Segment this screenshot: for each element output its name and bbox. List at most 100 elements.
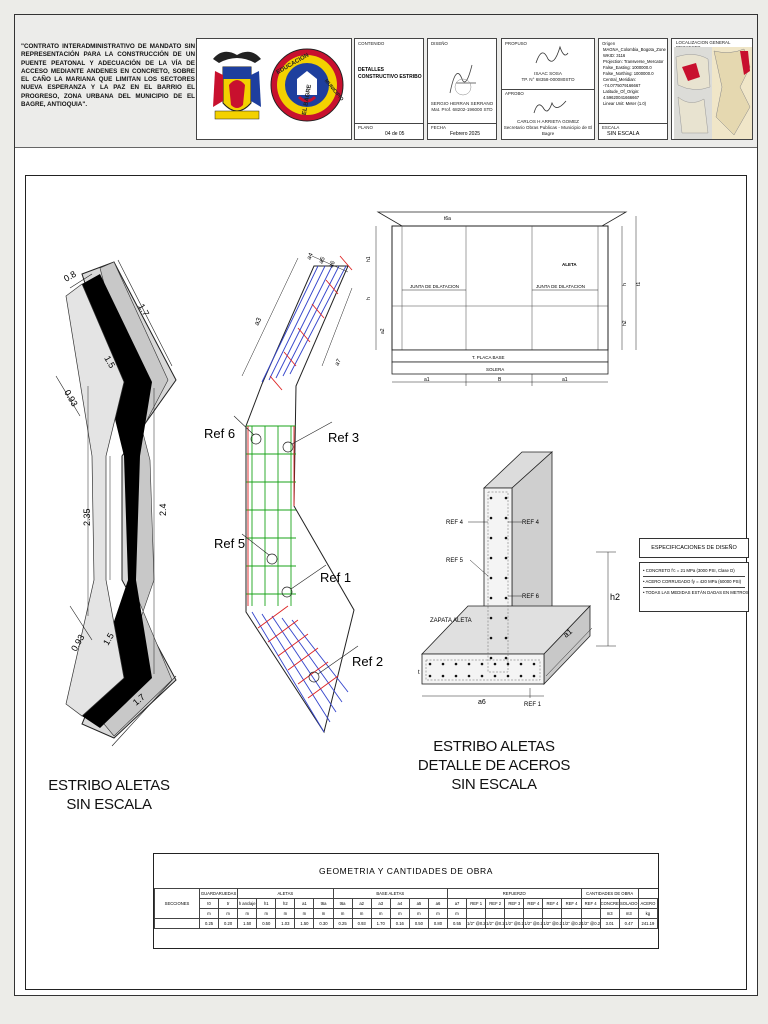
group-header: GUARDARUEDAS — [198, 888, 239, 899]
column-header: a2 — [351, 898, 372, 909]
unit-cell: m — [427, 908, 449, 919]
rebar-dot — [506, 662, 510, 666]
rebar-dot — [504, 576, 508, 580]
rebar-dot — [489, 616, 493, 620]
unit-cell — [485, 908, 506, 919]
column-header: a3 — [370, 898, 391, 909]
ref3-marker — [282, 441, 294, 453]
svg-text:SOLERA: SOLERA — [486, 367, 504, 372]
rebar-dot — [480, 662, 484, 666]
svg-text:ALETA: ALETA — [562, 262, 577, 267]
column-header: t6a — [332, 898, 353, 909]
svg-text:a1: a1 — [424, 377, 430, 383]
rebar-dot — [441, 662, 445, 666]
spec-title: ESPECIFICACIONES DE DISEÑO — [639, 538, 749, 558]
ref3-label: Ref 3 — [328, 430, 359, 445]
value-cell: 0.25 — [332, 918, 353, 929]
svg-text:t1: t1 — [636, 282, 642, 286]
rebar-dot — [493, 662, 497, 666]
signature-stamp — [449, 64, 476, 96]
column-header: tr — [218, 898, 239, 909]
aprobo-signature — [533, 100, 567, 114]
detail-ref5: REF 5 — [446, 558, 464, 564]
rebar-dot — [504, 616, 508, 620]
plan-view-title: ESTRIBO ALETAS SIN ESCALA — [48, 777, 170, 813]
rebar-dot — [489, 656, 493, 660]
svg-text:a5: a5 — [318, 256, 327, 265]
unit-cell: m — [275, 908, 296, 919]
detail-ref4-right: REF 4 — [522, 520, 540, 526]
rebar-bar — [325, 279, 339, 295]
fecha-value: Febrero 2025 — [450, 131, 481, 137]
title-block: "CONTRATO INTERADMINISTRATIVO DE MANDATO… — [15, 15, 757, 148]
rebar-bar — [261, 613, 331, 723]
unit-cell — [580, 908, 601, 919]
value-cell: 1/2" @0.25 — [466, 918, 487, 929]
rebar-dot — [489, 556, 493, 560]
group-header: SECCIONES — [154, 888, 200, 919]
rebar-dot — [428, 662, 432, 666]
rebar-bar — [275, 265, 333, 379]
column-header: CONCRETO — [599, 898, 620, 909]
rebar-dot — [504, 556, 508, 560]
group-header: REFUERZO — [447, 888, 582, 899]
rebar-bar — [307, 675, 339, 699]
column-header: REF 3 — [504, 898, 525, 909]
column-header: h2 — [275, 898, 296, 909]
unit-cell — [504, 908, 525, 919]
rebar-dot — [519, 674, 523, 678]
drawing-sheet: "CONTRATO INTERADMINISTRATIVO DE MANDATO… — [14, 14, 758, 996]
value-cell: 1/2" @0.25 — [580, 918, 601, 929]
spec-body: • CONCRETO f'c = 21 MPa (3000 PSI, Clase… — [639, 562, 749, 612]
detail-view-title: ESTRIBO ALETAS DETALLE DE ACEROS SIN ESC… — [417, 738, 571, 793]
value-cell: 1/2" @0.25 — [561, 918, 582, 929]
unit-cell: m — [332, 908, 353, 919]
rebar-bar — [339, 255, 353, 271]
svg-text:EL BAGRE: EL BAGRE — [302, 84, 313, 115]
empty-section-cell — [154, 918, 200, 929]
detail-view: REF 4 REF 4 REF 5 REF 6 REF 1 ZAPATA ALE… — [418, 451, 620, 708]
column-header: a7 — [447, 898, 468, 909]
value-cell: 0.30 — [313, 918, 334, 929]
svg-text:a6: a6 — [328, 260, 337, 269]
rebar-dot — [532, 662, 536, 666]
rebar-dot — [489, 536, 493, 540]
dim-2-35: 2.35 — [82, 508, 92, 526]
rebar-dot — [467, 674, 471, 678]
svg-text:h1: h1 — [366, 256, 372, 262]
value-cell: 0.25 — [198, 918, 220, 929]
rebar-bar — [269, 375, 283, 391]
svg-text:a6: a6 — [478, 699, 486, 706]
svg-text:t: t — [418, 670, 420, 676]
contenido-line-1: DETALLES — [358, 67, 385, 73]
value-cell: 1.50 — [294, 918, 315, 929]
value-cell: 1/2" @0.25 — [523, 918, 544, 929]
rebar-dot — [489, 576, 493, 580]
column-header: REF 4 — [542, 898, 563, 909]
svg-text:T. PLACA BASE: T. PLACA BASE — [472, 355, 505, 360]
rebar-bar — [297, 327, 311, 343]
column-header: REF 4 — [580, 898, 601, 909]
column-header: REF 2 — [485, 898, 506, 909]
svg-text:a1: a1 — [562, 377, 568, 383]
dim-2: 2 — [126, 511, 136, 516]
rebar-dot — [467, 662, 471, 666]
rebar-dot — [489, 516, 493, 520]
zapata-aleta-label: ZAPATA ALETA — [430, 618, 472, 624]
dim-2-4: 2.4 — [158, 503, 168, 516]
ref2-label: Ref 2 — [352, 654, 383, 669]
unit-cell: m — [294, 908, 315, 919]
unit-cell: m — [447, 908, 468, 919]
value-cell: 0.16 — [389, 918, 410, 929]
rebar-bar — [283, 351, 297, 367]
unit-cell: m3 — [599, 908, 620, 919]
contenido-line-2: CONSTRUCTIVO ESTRIBO — [358, 74, 422, 80]
column-header: a6 — [427, 898, 449, 909]
origin-line: MAGNA_Colombia_Bogota_Zone — [603, 47, 666, 52]
location-map-box: LOCALIZACION GENERAL PROYECTO — [671, 38, 753, 140]
value-cell: 1.50 — [237, 918, 258, 929]
svg-text:a4: a4 — [306, 252, 315, 261]
ref5-marker — [266, 553, 278, 565]
